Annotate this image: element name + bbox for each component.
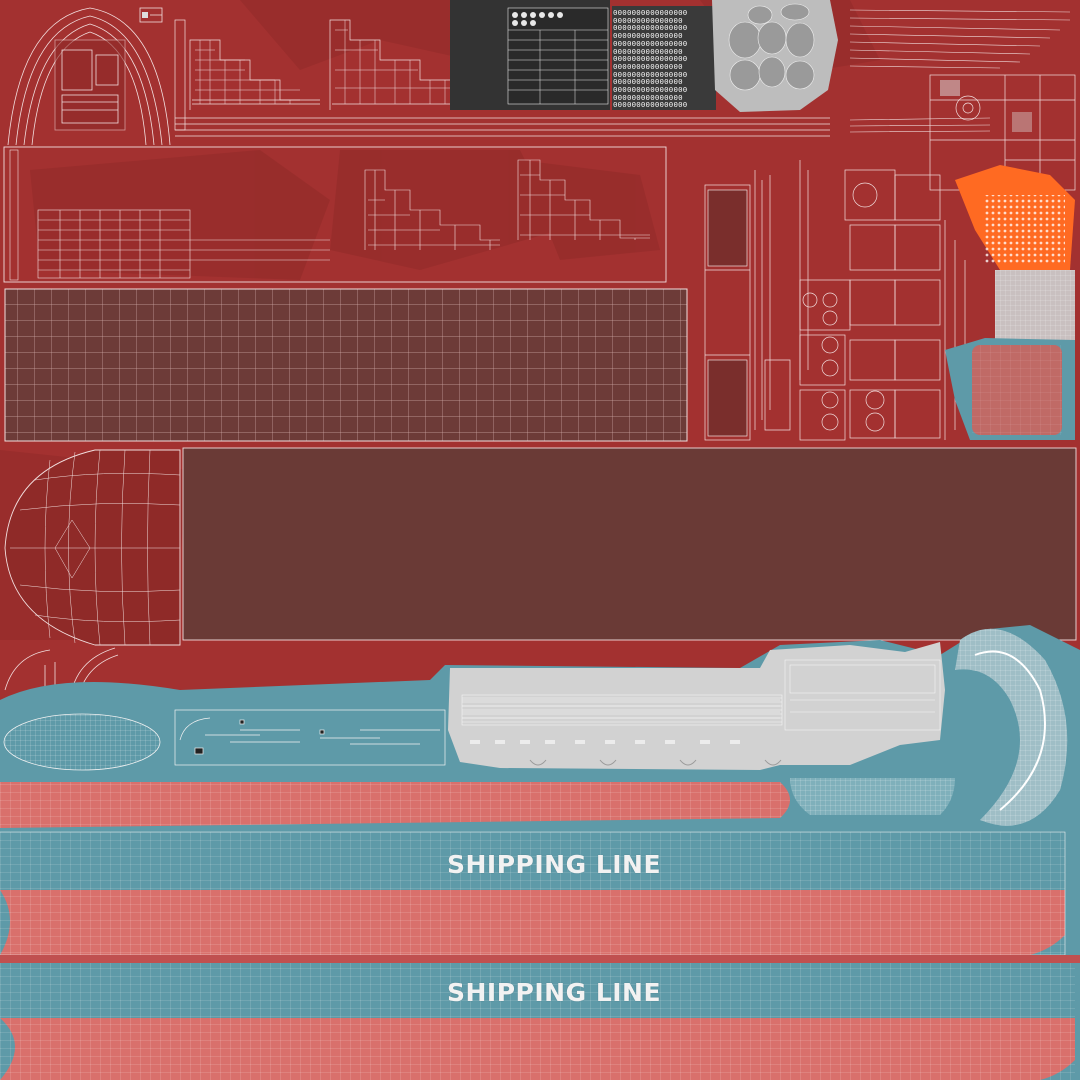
serial-line: 000000000000000 (613, 31, 683, 41)
hull-label-upper: SHIPPING LINE (447, 850, 662, 879)
stern-oval-wireframe (3, 713, 161, 771)
funnel-panel (945, 338, 1075, 440)
hull-gap (0, 955, 1080, 963)
serial-line: 0000000000000000 (613, 9, 688, 17)
serial-line: 0000000000000000 (613, 85, 688, 95)
deck-fittings-grid (929, 74, 1076, 191)
serial-code-column: 0000000000000000 000000000000000 0000000… (613, 9, 719, 109)
superstructure-details (704, 160, 966, 441)
serial-line: 0000000000000000 (613, 100, 688, 109)
side-elevation-panel (3, 146, 667, 283)
stepped-sections-top (174, 19, 830, 137)
bow-wireframe (4, 449, 181, 646)
arch-wireframe (7, 7, 171, 146)
grey-propeller-parts (712, 0, 838, 112)
orange-mesh-part (955, 165, 1075, 340)
deck-grid-panel (4, 288, 688, 442)
grey-superstructure (448, 642, 945, 770)
small-hull-curve (790, 778, 955, 815)
dark-detail-block (450, 0, 716, 110)
serial-line: 000000000000000 (613, 77, 683, 87)
large-deck-panel (182, 447, 1077, 641)
deck-detail-strip (174, 709, 446, 766)
rigging-lines (849, 9, 1071, 133)
serial-line: 0000000000000000 (613, 54, 688, 64)
hull-side-upper (0, 831, 1066, 956)
rudder-mesh (955, 628, 1068, 826)
serial-line: 0000000000000000 (613, 23, 688, 33)
serial-line: 0000000000000000 (613, 69, 688, 79)
serial-line: 000000000000000 (613, 92, 683, 102)
serial-line: 000000000000000 (613, 46, 683, 56)
hull-label-lower: SHIPPING LINE (447, 978, 662, 1007)
pink-hull-strip (0, 782, 790, 828)
serial-line: 000000000000000 (613, 15, 683, 25)
serial-line: 000000000000000 (613, 61, 683, 71)
serial-line: 0000000000000000 (613, 38, 688, 48)
small-parts-topleft (139, 7, 163, 23)
hull-side-lower (0, 963, 1075, 1080)
